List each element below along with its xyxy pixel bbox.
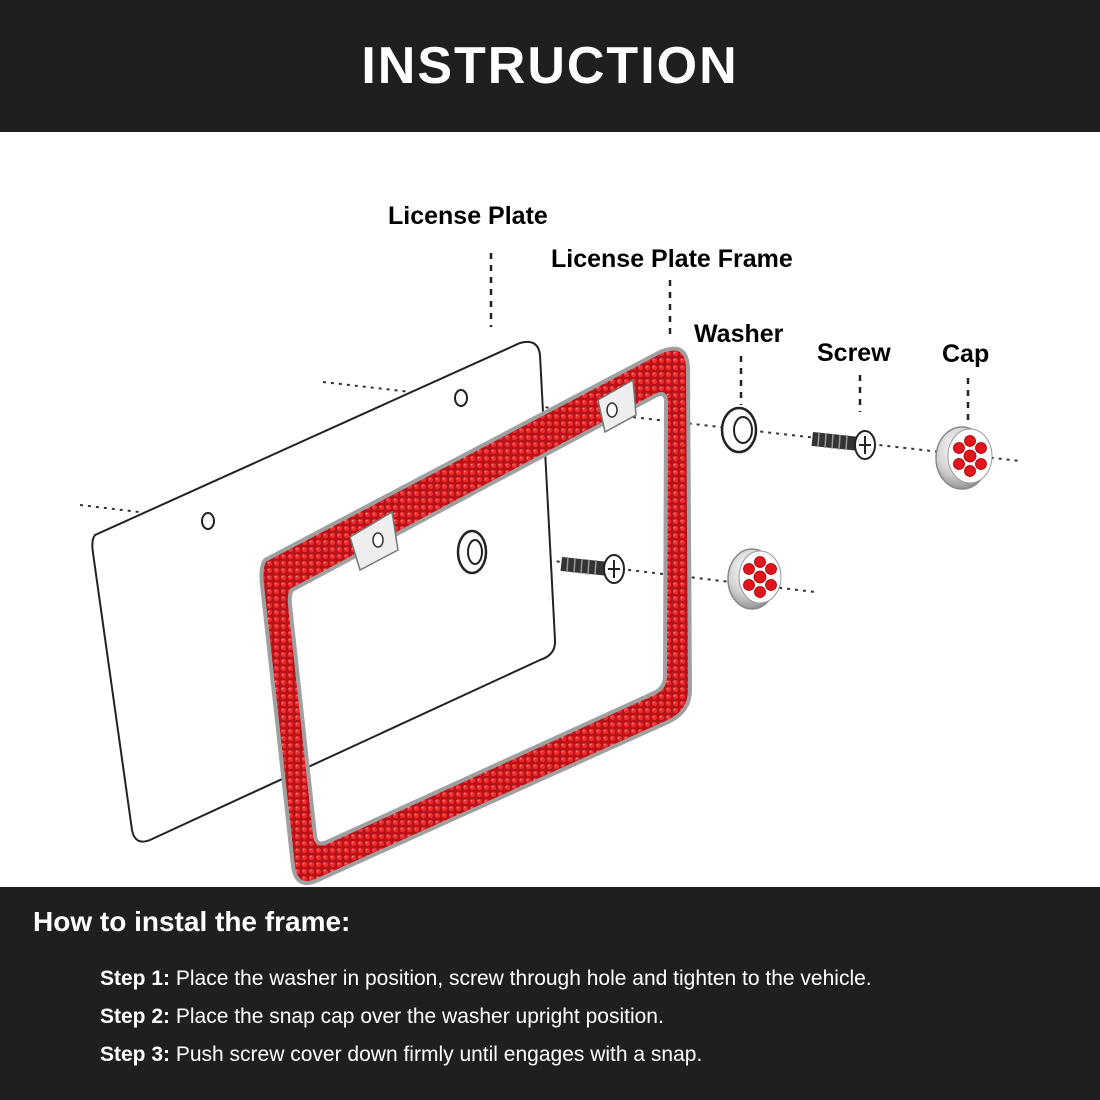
step-text: Push screw cover down firmly until engag… [175,1043,703,1066]
license-plate [91,340,557,843]
license-plate-frame [259,346,693,885]
label-license-plate: License Plate [388,202,548,230]
cap-lower [727,548,782,610]
label-license-plate-frame: License Plate Frame [551,245,793,273]
header-band: INSTRUCTION [0,0,1100,132]
label-screw: Screw [817,339,891,367]
upper-alignment-line [322,381,1021,462]
step-2: Step 2: Place the snap cap over the wash… [100,1004,664,1030]
diagram-graphic [79,253,1021,885]
page-title: INSTRUCTION [361,37,739,95]
label-cap: Cap [942,340,990,368]
plate-hole-upper [454,389,468,407]
instructions-panel: How to instal the frame: Step 1: Place t… [0,887,1100,1100]
leader-lines [489,253,970,420]
step-label: Step 2: [100,1005,171,1028]
exploded-diagram: License Plate License Plate Frame Washer… [0,132,1100,887]
instructions-heading: How to instal the frame: [33,906,351,937]
washer-upper [720,406,758,454]
label-washer: Washer [694,320,784,348]
screw-lower [560,554,625,584]
step-label: Step 3: [100,1043,171,1066]
washer-lower [456,529,488,575]
step-1: Step 1: Place the washer in position, sc… [100,966,872,992]
step-3: Step 3: Push screw cover down firmly unt… [100,1042,702,1068]
step-text: Place the snap cap over the washer uprig… [175,1005,664,1028]
screw-upper [811,430,876,460]
step-text: Place the washer in position, screw thro… [175,967,872,990]
frame-tab-upper [597,378,637,434]
step-label: Step 1: [100,967,171,990]
cap-upper [935,426,993,490]
plate-hole-lower [201,512,215,530]
